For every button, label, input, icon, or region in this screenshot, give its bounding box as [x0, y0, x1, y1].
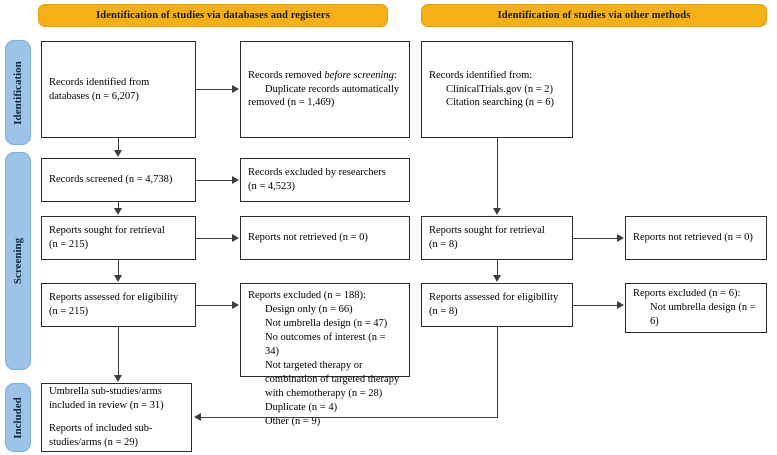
box-reports-sought-right: Reports sought for retrieval (n = 8) — [421, 216, 573, 260]
connector-sought-to-not-retrieved-left — [196, 238, 233, 239]
records-removed-line1-prefix: Records removed — [248, 69, 325, 81]
records-removed-line1-emphasis: before screening — [324, 69, 394, 81]
reports-excluded-right-line1: Reports excluded (n = 6): — [633, 288, 741, 300]
arrowhead-screened-to-excluded — [232, 176, 239, 184]
connector-assessed-to-included — [118, 327, 119, 376]
reports-excluded-left-reason: No outcomes of interest (n = 34) — [265, 331, 386, 357]
stage-label-included: Included — [12, 396, 24, 439]
records-identified-databases-line2: databases (n = 6,207) — [49, 90, 139, 102]
reports-not-retrieved-right-line1: Reports not retrieved (n = 0) — [633, 232, 753, 244]
stage-label-screening: Screening — [12, 237, 24, 285]
reports-assessed-left-line2: (n = 215) — [49, 306, 89, 317]
reports-sought-left-line1: Reports sought for retrieval — [49, 225, 165, 237]
arrowhead-identified-to-removed — [232, 85, 239, 93]
reports-excluded-left-reason: with chemotherapy (n = 28) — [265, 387, 383, 399]
reports-sought-right-line2: (n = 8) — [429, 239, 458, 250]
box-reports-excluded-left: Reports excluded (n = 188): Design only … — [240, 283, 410, 427]
records-removed-line3: removed (n = 1,469) — [248, 97, 335, 109]
arrowhead-sought-to-assessed-right — [493, 275, 501, 282]
box-reports-not-retrieved-right: Reports not retrieved (n = 0) — [625, 216, 767, 260]
arrowhead-assessed-to-excluded-right — [617, 301, 624, 309]
box-reports-sought-left: Reports sought for retrieval (n = 215) — [41, 216, 196, 260]
box-records-excluded-by-researchers: Records excluded by researchers (n = 4,5… — [240, 158, 410, 202]
records-removed-line2: Duplicate records automatically — [265, 83, 400, 95]
connector-sought-to-assessed-right — [497, 260, 498, 276]
box-included-studies: Umbrella sub-studies/arms included in re… — [41, 383, 192, 452]
header-databases-registers: Identification of studies via databases … — [38, 4, 388, 27]
connector-right-to-included-horizontal — [201, 417, 498, 418]
included-studies-line3: Reports of included sub- — [49, 423, 153, 434]
records-identified-other-line2: ClinicalTrials.gov (n = 2) — [446, 83, 554, 95]
header-databases-registers-label: Identification of studies via databases … — [96, 10, 330, 21]
reports-sought-right-line1: Reports sought for retrieval — [429, 225, 545, 237]
records-excluded-researchers-line2: (n = 4,523) — [248, 181, 296, 192]
records-excluded-researchers-line1: Records excluded by researchers — [248, 167, 386, 179]
arrowhead-screened-to-sought — [114, 208, 122, 215]
connector-screened-to-excluded — [196, 180, 233, 181]
reports-excluded-left-reason: Design only (n = 66) — [265, 303, 353, 315]
arrowhead-assessed-to-excluded-left — [232, 301, 239, 309]
connector-right-to-included-vertical — [497, 327, 498, 418]
reports-excluded-left-heading: Reports excluded (n = 188): — [248, 290, 366, 301]
connector-screened-to-sought — [118, 202, 119, 209]
stage-pill-screening: Screening — [5, 152, 31, 370]
reports-excluded-right-line2: Not umbrella design (n = 6) — [650, 302, 756, 327]
connector-sought-to-assessed-left — [118, 260, 119, 276]
reports-sought-left-line2: (n = 215) — [49, 239, 89, 250]
box-reports-assessed-left: Reports assessed for eligibility (n = 21… — [41, 283, 196, 327]
included-studies-spacer — [49, 413, 184, 422]
header-other-methods: Identification of studies via other meth… — [421, 4, 767, 27]
box-reports-assessed-right: Reports assessed for eligibility (n = 8) — [421, 283, 573, 327]
connector-identified-to-screened — [118, 138, 119, 151]
arrowhead-right-to-included — [194, 413, 201, 421]
box-records-screened: Records screened (n = 4,738) — [41, 158, 196, 202]
arrowhead-assessed-to-included — [114, 375, 122, 382]
included-studies-line4: studies/arms (n = 29) — [49, 436, 139, 448]
reports-excluded-left-reason: Not targeted therapy or — [265, 359, 363, 371]
reports-not-retrieved-left-line1: Reports not retrieved (n = 0) — [248, 232, 368, 244]
box-records-identified-other-methods: Records identified from: ClinicalTrials.… — [421, 41, 573, 138]
records-identified-other-line3: Citation searching (n = 6) — [446, 97, 554, 109]
stage-pill-identification: Identification — [5, 40, 31, 145]
records-identified-other-line1: Records identified from: — [429, 69, 533, 81]
reports-assessed-right-line2: (n = 8) — [429, 306, 458, 317]
arrowhead-identified-other-to-sought-right — [493, 208, 501, 215]
records-identified-databases-line1: Records identified from — [49, 76, 150, 88]
reports-excluded-left-reason: combination of targeted therapy — [265, 373, 400, 385]
records-removed-line1-suffix: : — [393, 69, 397, 81]
arrowhead-sought-to-not-retrieved-left — [232, 234, 239, 242]
box-records-identified-databases: Records identified from databases (n = 6… — [41, 41, 196, 138]
box-records-removed-before-screening: Records removed before screening: Duplic… — [240, 41, 410, 138]
connector-assessed-to-excluded-left — [196, 305, 233, 306]
stage-label-identification: Identification — [12, 60, 24, 125]
connector-identified-to-removed — [196, 89, 233, 90]
arrowhead-identified-to-screened — [114, 150, 122, 157]
arrowhead-sought-to-not-retrieved-right — [617, 234, 624, 242]
included-studies-line1: Umbrella sub-studies/arms — [49, 386, 162, 398]
reports-assessed-right-line1: Reports assessed for eligibility — [429, 292, 559, 304]
header-other-methods-label: Identification of studies via other meth… — [497, 10, 691, 21]
reports-excluded-left-reason: Not umbrella design (n = 47) — [265, 317, 388, 329]
included-studies-line2: included in review (n = 31) — [49, 400, 164, 412]
reports-assessed-left-line1: Reports assessed for eligibility — [49, 292, 179, 304]
reports-excluded-left-reason: Duplicate (n = 4) — [265, 401, 338, 413]
box-reports-not-retrieved-left: Reports not retrieved (n = 0) — [240, 216, 410, 260]
connector-assessed-to-excluded-right — [573, 305, 618, 306]
records-screened-line1: Records screened (n = 4,738) — [49, 174, 173, 186]
reports-excluded-left-reason: Other (n = 9) — [265, 415, 321, 427]
arrowhead-sought-to-assessed-left — [114, 275, 122, 282]
box-reports-excluded-right: Reports excluded (n = 6): Not umbrella d… — [625, 283, 767, 333]
stage-pill-included: Included — [5, 383, 31, 452]
connector-identified-other-to-sought-right — [497, 138, 498, 209]
connector-sought-to-not-retrieved-right — [573, 238, 618, 239]
